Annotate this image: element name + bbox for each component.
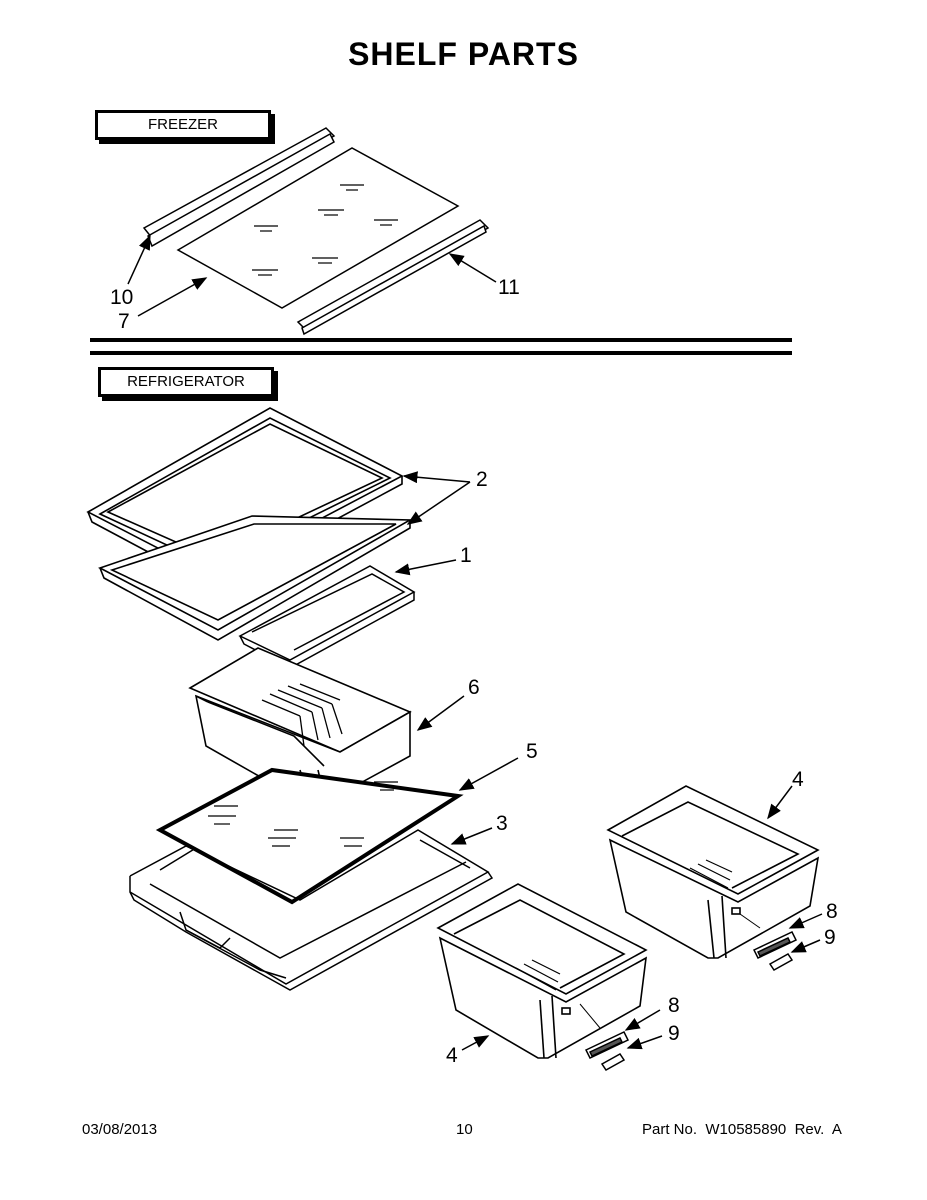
callout-9-center: 9: [668, 1022, 680, 1045]
footer-date: 03/08/2013: [82, 1121, 158, 1138]
callout-7: 7: [118, 310, 130, 333]
crisper-support-frame: [129, 829, 494, 991]
crisper-glass-insert: [155, 767, 464, 905]
callout-3: 3: [496, 812, 508, 835]
freezer-trim-left: [142, 127, 336, 248]
callout-11: 11: [498, 276, 520, 299]
section-divider: [90, 338, 792, 355]
vegetable-drawer-center: [436, 883, 648, 1059]
freezer-section-label: FREEZER: [95, 110, 271, 140]
callout-labels: 10 7 11 2 1 6 5 3 4 8 9 8 9 4: [110, 276, 838, 1067]
footer-page-number: 10: [456, 1121, 473, 1138]
callout-6: 6: [468, 676, 480, 699]
humidity-control-badge: [584, 931, 798, 1071]
refrigerator-shelf-lower: [97, 515, 413, 641]
callout-10: 10: [110, 286, 133, 309]
callout-9-right: 9: [824, 926, 836, 949]
callout-5: 5: [526, 740, 538, 763]
footer-part-number: Part No. W10585890 Rev. A: [642, 1121, 842, 1138]
callout-8-right: 8: [826, 900, 838, 923]
leader-lines: [127, 234, 823, 1051]
callout-4-right: 4: [792, 768, 804, 791]
page-title: SHELF PARTS: [348, 36, 579, 72]
callout-1: 1: [460, 544, 472, 567]
callout-8-center: 8: [668, 994, 680, 1017]
refrigerator-section-label: REFRIGERATOR: [98, 367, 274, 397]
crisper-cover-frame: [238, 565, 416, 669]
vegetable-drawer-right: [606, 785, 820, 959]
callout-2: 2: [476, 468, 488, 491]
callout-4-center: 4: [446, 1044, 458, 1067]
crisper-drawer: [188, 647, 412, 805]
freezer-trim-right: [296, 219, 490, 336]
freezer-glass-shelf: [176, 147, 460, 309]
